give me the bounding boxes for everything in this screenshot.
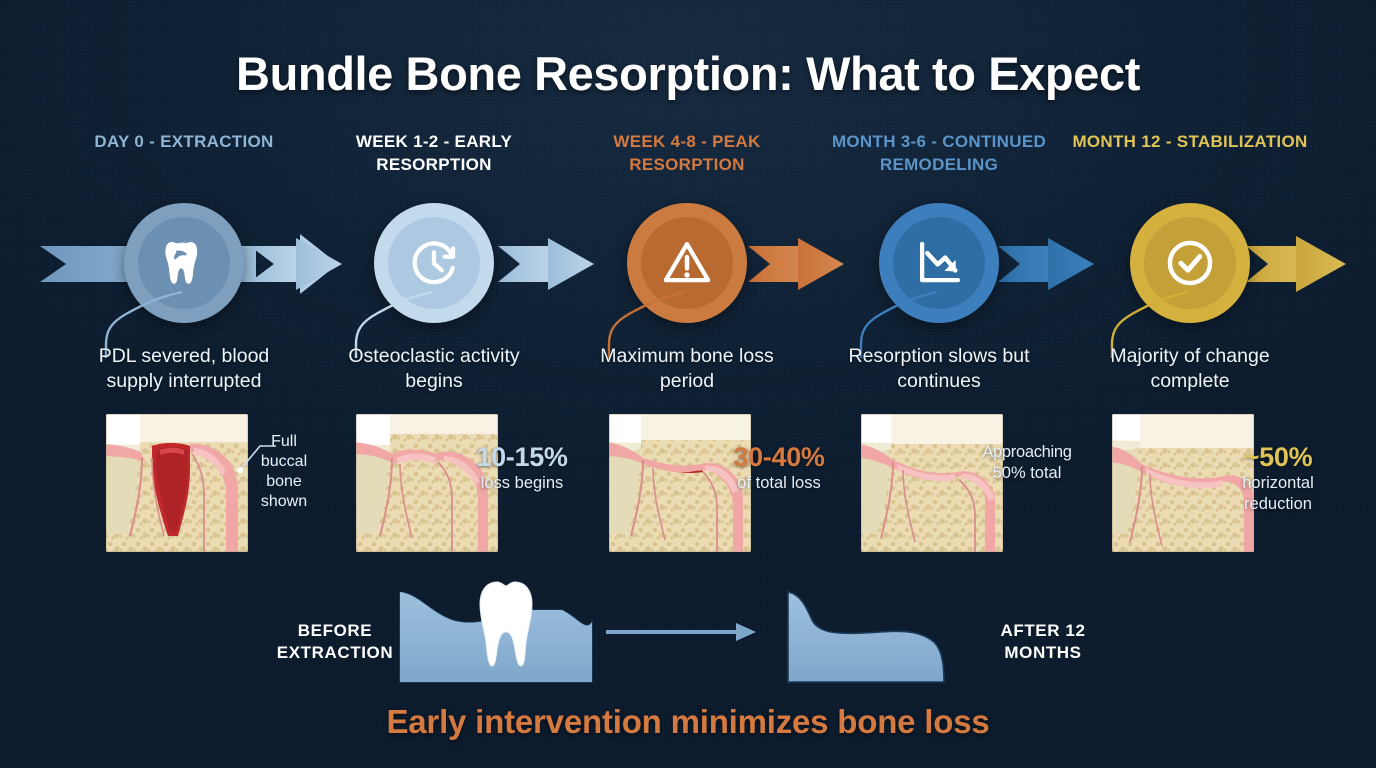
footer-caption: Early intervention minimizes bone loss <box>386 703 990 740</box>
declining-chart-icon <box>919 241 961 283</box>
stage-circle-month-3-6[interactable] <box>879 203 999 323</box>
check-circle-icon <box>1167 240 1213 286</box>
anatomy-illustration-week-1-2 <box>356 414 498 552</box>
stat-label-week-4-8: of total loss <box>737 474 821 492</box>
comparison-arrow-icon <box>606 623 756 641</box>
warning-triangle-icon <box>663 241 711 283</box>
stat-label-month-3-6: 50% total <box>992 464 1062 482</box>
connector-month-12 <box>1110 290 1189 358</box>
stage-circle-week-4-8[interactable] <box>627 203 747 323</box>
stage-description-month-12: Majority of change complete <box>1110 345 1270 392</box>
stage-column-month-3-6: MONTH 3-6 - CONTINUED REMODELING <box>813 130 1065 176</box>
connector-day-0 <box>104 290 183 358</box>
stat-label-week-1-2: loss begins <box>480 474 564 492</box>
page-title: Bundle Bone Resorption: What to Expect <box>236 47 1140 100</box>
anatomy-illustration-day-0 <box>106 414 248 552</box>
after-ridge-shape <box>787 591 945 683</box>
stat-month-3-6: Approaching 50% total <box>962 442 1092 484</box>
stat-value-month-12: ~50% <box>1243 442 1313 472</box>
anatomy-illustration-month-12 <box>1112 414 1254 552</box>
stage-description-month-3-6: Resorption slows but continues <box>848 345 1030 392</box>
stage-description-week-4-8: Maximum bone loss period <box>600 345 774 392</box>
stat-month-12: ~50% horizontal reduction <box>1216 442 1340 515</box>
anatomy-illustration-week-4-8 <box>609 414 751 552</box>
connector-month-3-6 <box>859 290 938 358</box>
stage-header-month-12: MONTH 12 - STABILIZATION <box>1072 132 1308 151</box>
after-12-months-label: AFTER 12 MONTHS <box>1000 621 1086 662</box>
stat-week-1-2: 10-15% loss begins <box>466 442 578 494</box>
before-extraction-label: BEFORE EXTRACTION <box>276 621 394 662</box>
tooth-shape-before <box>479 581 533 667</box>
stage-column-week-4-8: WEEK 4-8 - PEAK RESORPTION <box>561 130 813 176</box>
stat-label-month-12: horizontal reduction <box>1242 474 1314 513</box>
stage-header-week-1-2: WEEK 1-2 - EARLY RESORPTION <box>355 132 513 174</box>
stat-value-week-4-8: 30-40% <box>733 442 825 472</box>
connector-week-1-2 <box>354 290 433 358</box>
stage-column-day-0: DAY 0 - EXTRACTION <box>58 130 310 153</box>
stage-circle-month-12[interactable] <box>1130 203 1250 323</box>
connector-week-4-8 <box>607 290 686 358</box>
stage-description-day-0: PDL severed, blood supply interrupted <box>98 345 270 392</box>
stat-week-4-8: 30-40% of total loss <box>718 442 840 494</box>
stage-circle-week-1-2[interactable] <box>374 203 494 323</box>
stage-circle-day-0[interactable] <box>124 203 244 323</box>
stat-value-month-3-6: Approaching <box>982 443 1072 461</box>
stage-header-week-4-8: WEEK 4-8 - PEAK RESORPTION <box>613 132 761 174</box>
before-after-comparison <box>399 581 945 683</box>
stage-description-week-1-2: Osteoclastic activity begins <box>348 345 520 392</box>
tooth-icon <box>165 241 198 284</box>
leader-line-day-0 <box>237 445 276 473</box>
anatomy-illustration-month-3-6 <box>861 414 1003 552</box>
clock-rotate-icon <box>412 241 456 285</box>
stage-column-month-12: MONTH 12 - STABILIZATION <box>1064 130 1316 153</box>
stage-header-month-3-6: MONTH 3-6 - CONTINUED REMODELING <box>831 132 1047 174</box>
stat-value-week-1-2: 10-15% <box>476 442 568 472</box>
stage-column-week-1-2: WEEK 1-2 - EARLY RESORPTION <box>308 130 560 176</box>
leader-note-day-0: Full buccal bone shown <box>260 433 308 510</box>
stage-header-day-0: DAY 0 - EXTRACTION <box>94 132 274 151</box>
